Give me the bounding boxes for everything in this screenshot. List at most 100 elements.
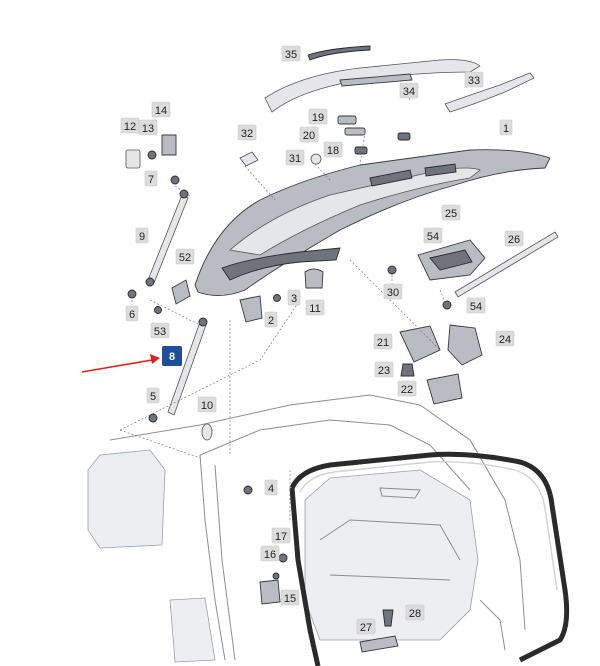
callout-p20[interactable]: 20: [299, 126, 319, 143]
callout-label: 12: [124, 121, 136, 133]
callout-p7[interactable]: 7: [144, 170, 158, 187]
callout-p22[interactable]: 22: [397, 380, 417, 397]
callout-box: [323, 141, 343, 158]
callout-p33[interactable]: 33: [464, 71, 484, 88]
callout-p27[interactable]: 27: [356, 618, 376, 635]
callout-p26[interactable]: 26: [504, 230, 524, 247]
callout-p4[interactable]: 4: [264, 479, 278, 496]
callout-p12[interactable]: 12: [120, 117, 140, 134]
callout-box: [197, 396, 217, 413]
callout-box: [373, 333, 393, 350]
callout-label: 53: [154, 326, 166, 338]
callout-box: [308, 108, 328, 125]
callout-box: [441, 204, 461, 221]
callout-8-highlight[interactable]: 8: [162, 346, 182, 366]
callout-box: [264, 311, 278, 328]
callout-p24[interactable]: 24: [495, 330, 515, 347]
callout-label: 30: [387, 287, 399, 299]
callout-label: 17: [275, 531, 287, 543]
callout-p17[interactable]: 17: [271, 527, 291, 544]
callout-box: [383, 283, 403, 300]
callout-p25[interactable]: 25: [441, 204, 461, 221]
callout-p52[interactable]: 52: [175, 248, 195, 265]
callout-label: 9: [139, 231, 145, 243]
callout-p32[interactable]: 32: [237, 124, 257, 141]
callout-box: [237, 124, 257, 141]
callout-box: [144, 170, 158, 187]
callout-p3[interactable]: 3: [287, 289, 301, 306]
brake-light-strip: [307, 45, 371, 61]
callout-p21[interactable]: 21: [373, 333, 393, 350]
callout-box: [287, 289, 301, 306]
callout-p19[interactable]: 19: [308, 108, 328, 125]
callout-p2[interactable]: 2: [264, 311, 278, 328]
callout-label: 21: [377, 337, 389, 349]
callout-p13[interactable]: 13: [138, 119, 158, 136]
callout-box: [285, 149, 305, 166]
callout-label: 25: [445, 208, 457, 220]
callout-label: 3: [291, 293, 297, 305]
callout-label: 19: [312, 112, 324, 124]
callout-p11[interactable]: 11: [305, 299, 325, 316]
callout-label: 5: [150, 391, 156, 403]
callout-label: 20: [303, 130, 315, 142]
callout-label: 7: [148, 174, 154, 186]
callout-box: [466, 297, 486, 314]
callout-p15[interactable]: 15: [280, 589, 300, 606]
callout-box: [138, 119, 158, 136]
callout-box: [499, 119, 513, 136]
callout-label: 28: [409, 608, 421, 620]
callout-p10[interactable]: 10: [197, 396, 217, 413]
callout-label: 26: [508, 234, 520, 246]
callout-p5[interactable]: 5: [146, 387, 160, 404]
highlight-arrow: [81, 354, 160, 373]
callout-label: 54: [470, 301, 482, 313]
callout-p34[interactable]: 34: [399, 82, 419, 99]
callout-box: [125, 305, 139, 322]
callout-p18[interactable]: 18: [323, 141, 343, 158]
callout-box: [264, 479, 278, 496]
callout-box: [397, 380, 417, 397]
callout-p30[interactable]: 30: [383, 283, 403, 300]
callout-label: 31: [289, 153, 301, 165]
callout-label: 32: [241, 128, 253, 140]
callout-box: [374, 361, 394, 378]
callout-box: [146, 387, 160, 404]
callout-box: [464, 71, 484, 88]
callout-label: 14: [155, 105, 167, 117]
callout-label: 33: [468, 75, 480, 87]
door-seal: [289, 451, 570, 666]
callout-box: [423, 227, 443, 244]
callout-label: 4: [268, 483, 274, 495]
car-body-outline: [87, 394, 526, 663]
callout-label: 13: [142, 123, 154, 135]
svg-text:8: 8: [169, 351, 175, 363]
callout-label: 16: [264, 549, 276, 561]
callout-box: [399, 82, 419, 99]
callout-p35[interactable]: 35: [281, 45, 301, 62]
callout-box: [151, 101, 171, 118]
tailgate-panel: [194, 149, 551, 296]
callout-p28[interactable]: 28: [405, 604, 425, 621]
callout-p16[interactable]: 16: [260, 545, 280, 562]
callout-label: 35: [285, 49, 297, 61]
callout-p53[interactable]: 53: [150, 322, 170, 339]
callout-p31[interactable]: 31: [285, 149, 305, 166]
callout-box: [260, 545, 280, 562]
callout-box: [280, 589, 300, 606]
callout-p9[interactable]: 9: [135, 227, 149, 244]
callout-p54b[interactable]: 54: [466, 297, 486, 314]
callout-label: 24: [499, 334, 511, 346]
callout-p54a[interactable]: 54: [423, 227, 443, 244]
callout-p6[interactable]: 6: [125, 305, 139, 322]
callout-p1[interactable]: 1: [499, 119, 513, 136]
callout-box: [150, 322, 170, 339]
callout-box: [504, 230, 524, 247]
callout-label: 18: [327, 145, 339, 157]
callout-p14[interactable]: 14: [151, 101, 171, 118]
callout-p23[interactable]: 23: [374, 361, 394, 378]
callout-box: [405, 604, 425, 621]
callout-box: [135, 227, 149, 244]
callout-box: [299, 126, 319, 143]
